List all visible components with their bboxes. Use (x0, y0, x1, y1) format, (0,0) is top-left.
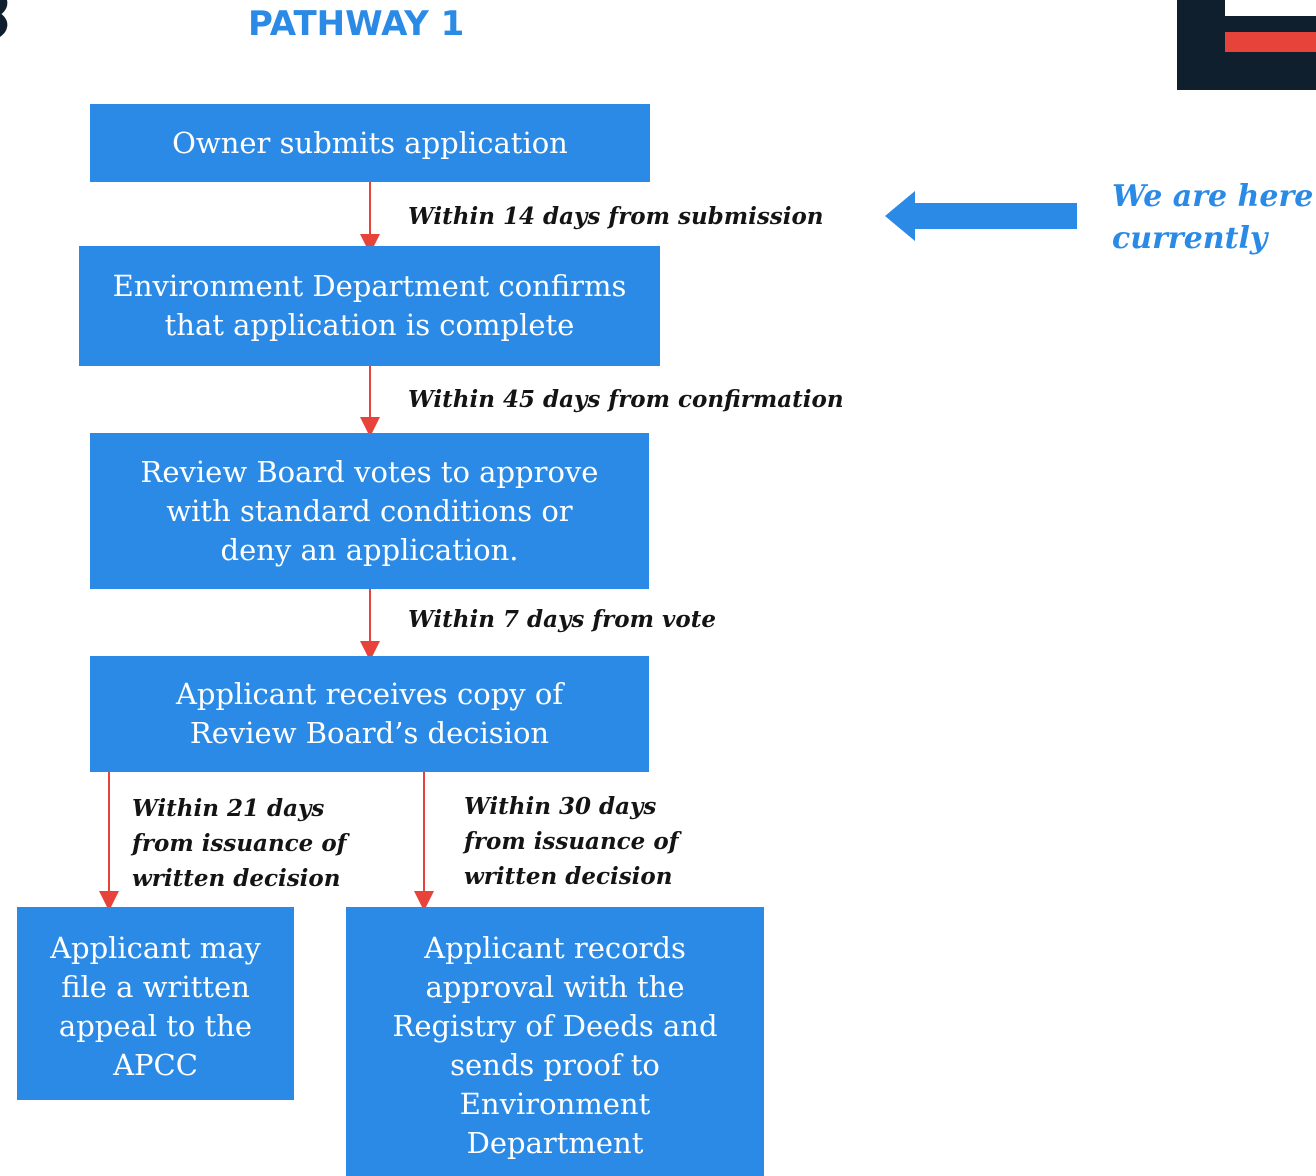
logo-white-bar (1225, 0, 1316, 16)
node-applicant-records-line: Applicant records (424, 931, 686, 965)
edge-label-7-days: Within 7 days from vote (408, 606, 716, 633)
edge-label-30-days-line: from issuance of (464, 828, 679, 855)
edge-label-30-days-line: Within 30 days (464, 793, 657, 820)
current-position-line: We are here (1112, 179, 1314, 214)
edge-label-30-days: Within 30 days from issuance of written … (464, 789, 679, 894)
edge-label-21-days: Within 21 days from issuance of written … (132, 791, 347, 896)
logo-red-bar (1225, 32, 1316, 52)
node-applicant-receives-line: Review Board’s decision (189, 716, 550, 750)
node-owner-submits: Owner submits application (90, 104, 650, 182)
node-applicant-records-line: sends proof to (450, 1048, 660, 1082)
node-applicant-receives: Applicant receives copy of Review Board’… (90, 656, 649, 772)
brand-logo (1177, 0, 1316, 90)
corner-logo-fragment (0, 0, 8, 37)
node-applicant-records-line: Environment (459, 1087, 651, 1121)
node-board-votes: Review Board votes to approve with stand… (90, 433, 649, 589)
node-board-votes-line: deny an application. (220, 532, 519, 567)
node-env-confirms-line: Environment Department confirms (112, 269, 627, 303)
node-applicant-appeal-line: file a written (61, 970, 250, 1004)
edge-label-30-days-line: written decision (464, 863, 673, 890)
node-owner-submits-text: Owner submits application (172, 125, 568, 160)
edge-label-21-days-line: Within 21 days (132, 795, 325, 822)
edge-label-14-days: Within 14 days from submission (408, 203, 824, 230)
current-position-indicator: We are here currently (1112, 176, 1313, 260)
node-applicant-appeal-line: APCC (113, 1048, 198, 1082)
node-board-votes-line: with standard conditions or (166, 493, 573, 528)
node-applicant-records-line: Department (466, 1126, 644, 1160)
node-applicant-records-line: Registry of Deeds and (392, 1009, 718, 1043)
node-applicant-appeal-line: Applicant may (50, 931, 261, 965)
node-env-confirms-line: that application is complete (164, 308, 575, 342)
edge-label-45-days: Within 45 days from confirmation (408, 386, 844, 413)
node-env-confirms: Environment Department confirms that app… (79, 246, 660, 366)
page-title: PATHWAY 1 (248, 4, 465, 44)
node-applicant-records-line: approval with the (425, 970, 685, 1004)
node-applicant-records: Applicant records approval with the Regi… (346, 907, 764, 1176)
node-applicant-receives-line: Applicant receives copy of (175, 677, 564, 711)
edge-label-21-days-line: from issuance of (132, 830, 347, 857)
current-position-line: currently (1112, 221, 1268, 256)
left-arrow-indicator (885, 191, 1077, 241)
node-applicant-appeal-line: appeal to the (58, 1009, 253, 1043)
node-board-votes-line: Review Board votes to approve (140, 454, 599, 489)
edge-label-21-days-line: written decision (132, 865, 341, 892)
node-applicant-appeal: Applicant may file a written appeal to t… (17, 907, 294, 1100)
